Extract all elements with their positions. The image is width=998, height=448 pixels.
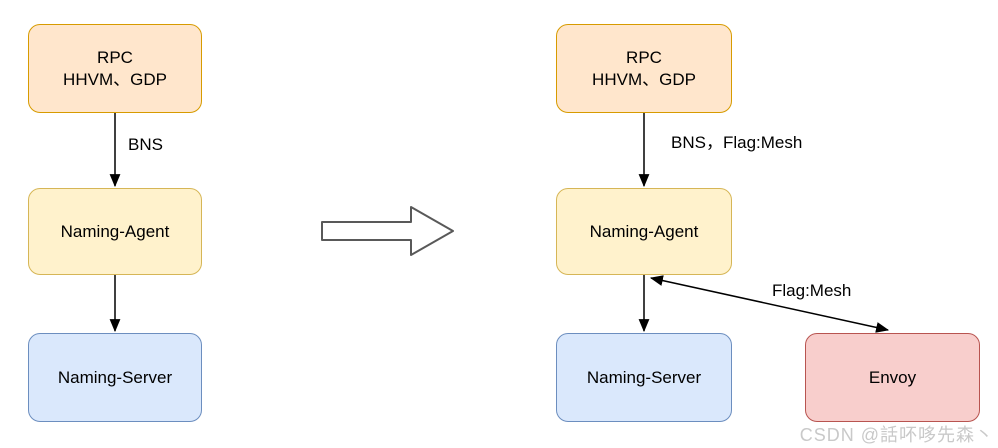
node-left-rpc: RPC HHVM、GDP [28,24,202,113]
node-right-rpc: RPC HHVM、GDP [556,24,732,113]
node-right-rpc-line1: RPC [626,47,662,67]
node-left-rpc-line1: RPC [97,47,133,67]
node-left-naming-agent: Naming-Agent [28,188,202,275]
node-right-rpc-line2: HHVM、GDP [592,69,696,89]
edge-label-bns-flag-mesh: BNS，Flag:Mesh [671,133,803,152]
node-right-naming-server: Naming-Server [556,333,732,422]
node-left-rpc-line2: HHVM、GDP [63,69,167,89]
edge-label-bns-left: BNS [128,135,163,154]
csdn-watermark: CSDN @話吥哆先森丶 [799,425,994,445]
transform-right-arrow-icon [321,206,454,256]
node-right-naming-server-label: Naming-Server [586,367,702,387]
node-left-naming-server: Naming-Server [28,333,202,422]
node-left-naming-server-label: Naming-Server [57,367,173,387]
node-envoy: Envoy [805,333,980,422]
edge-right-agent-envoy-bidirectional [649,275,890,333]
node-right-naming-agent-label: Naming-Agent [589,221,699,241]
node-envoy-label: Envoy [868,367,917,387]
node-left-naming-agent-label: Naming-Agent [60,221,170,241]
node-right-naming-agent: Naming-Agent [556,188,732,275]
edge-label-flag-mesh: Flag:Mesh [772,281,852,300]
